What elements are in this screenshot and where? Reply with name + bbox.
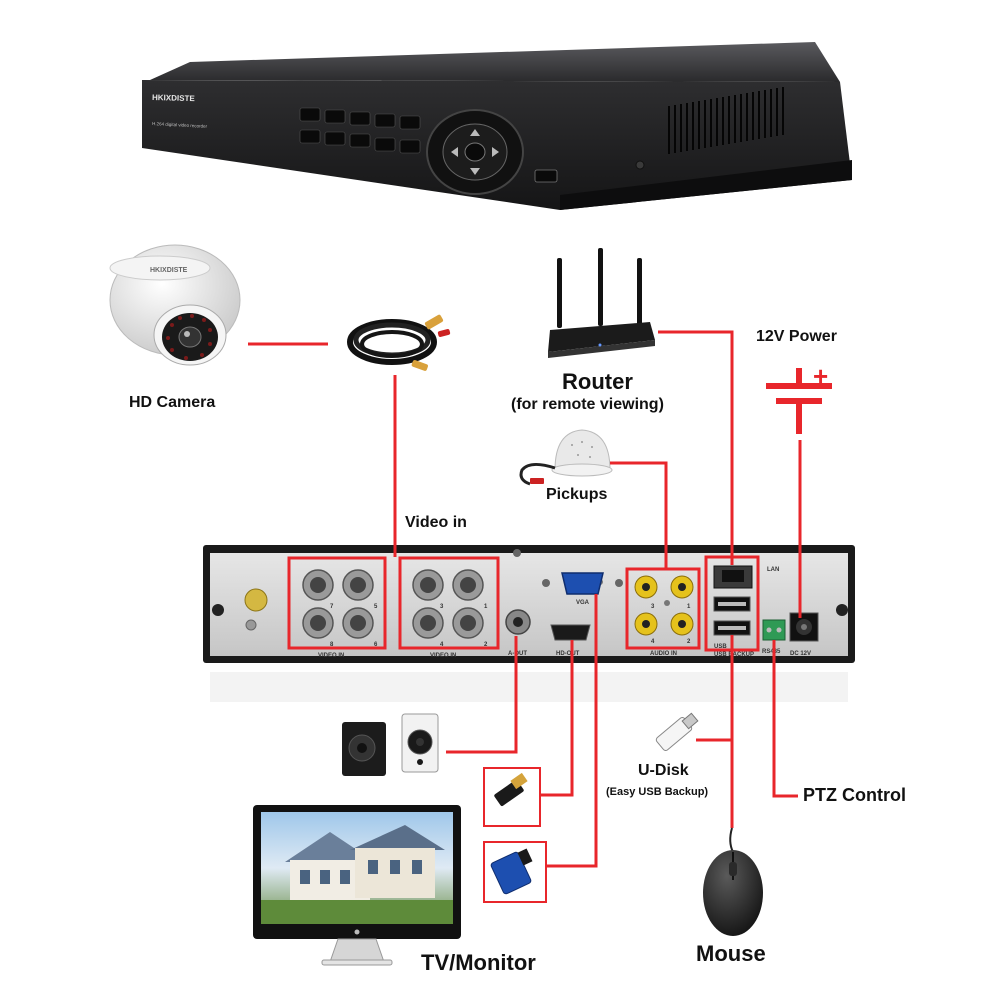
- ptz-control-label: PTZ Control: [803, 785, 906, 805]
- pickup-microphone: [519, 429, 613, 486]
- video-in-label-right: VIDEO IN: [430, 653, 456, 659]
- tv-monitor-label: TV/Monitor: [421, 950, 536, 975]
- audio-in-label: AUDIO IN: [650, 651, 677, 657]
- audio-port-number: 3: [651, 604, 655, 610]
- dvr-navigation-dial: [426, 109, 524, 195]
- rs485-to-ptz-line: [772, 640, 798, 798]
- dvr-usb-port: [534, 169, 558, 183]
- router-to-lan-line: [658, 330, 734, 565]
- vga-to-cable-line: [546, 594, 598, 868]
- port-number: 3: [440, 604, 444, 610]
- bnc-cable-coil: [347, 314, 451, 371]
- video-in-label: Video in: [405, 514, 467, 531]
- vga-port: VGA: [542, 572, 623, 606]
- hdmi-cable-illustration: [483, 767, 541, 827]
- hdmi-to-cable-line: [540, 640, 574, 797]
- dvr-brand: HKIXDISTE: [152, 93, 196, 103]
- usb-label: USB: [714, 644, 727, 650]
- lan-usb-group: LAN USB USB BACKUP: [704, 555, 779, 658]
- port-number: 6: [374, 642, 378, 648]
- dc12v-label: DC 12V: [790, 651, 811, 657]
- port-number: 2: [484, 642, 488, 648]
- usb-backup-label: USB BACKUP: [714, 652, 754, 658]
- video-in-label-left: VIDEO IN: [318, 653, 344, 659]
- aout-to-speaker-line: [446, 636, 518, 754]
- pickups-label: Pickups: [546, 486, 608, 503]
- dvr-vent-grille: [668, 87, 784, 154]
- u-disk-label: U-Disk: [638, 762, 689, 779]
- hd-camera-illustration: HKIXDISTE: [109, 244, 241, 366]
- camera-brand: HKIXDISTE: [150, 267, 188, 274]
- power-label: 12V Power: [756, 328, 837, 345]
- power-symbol: +: [766, 361, 832, 434]
- router-label: Router: [562, 369, 633, 394]
- dc-12v-jack: DC 12V: [789, 612, 819, 657]
- a-out-label: A-OUT: [508, 651, 527, 657]
- lan-label: LAN: [767, 567, 779, 573]
- port-number: 5: [374, 604, 378, 610]
- hdmi-port: HD-OUT: [550, 624, 591, 657]
- dvr-front-unit: HKIXDISTE H.264 digital video recorder: [142, 42, 852, 210]
- port-number: 1: [484, 604, 488, 610]
- rs485-label: RS485: [762, 649, 781, 655]
- audio-port-number: 1: [687, 604, 691, 610]
- pickup-to-audio-line: [610, 461, 668, 569]
- video-in-bnc-group-right: 3 1 4 2: [398, 556, 500, 650]
- dvr-front-screw: [635, 160, 645, 170]
- router-illustration: [548, 248, 655, 358]
- speakers-illustration: [342, 713, 439, 776]
- dvr-button-grid: [299, 107, 421, 154]
- router-sublabel: (for remote viewing): [511, 396, 664, 413]
- mouse-illustration: [703, 827, 763, 936]
- rs485-terminal: RS485: [762, 619, 786, 655]
- usb-drive-illustration: [655, 712, 699, 751]
- port-number: 4: [440, 642, 444, 648]
- vga-cable-illustration: [483, 841, 547, 903]
- audio-port-number: 2: [687, 639, 691, 645]
- video-in-bnc-group-left: 7 5 8 6: [287, 556, 387, 650]
- hd-out-label: HD-OUT: [556, 651, 580, 657]
- audio-port-number: 4: [651, 639, 655, 645]
- a-out-port: A-OUT: [505, 609, 531, 657]
- vga-label: VGA: [576, 600, 590, 606]
- u-disk-sublabel: (Easy USB Backup): [606, 786, 709, 798]
- port-number: 8: [330, 642, 334, 648]
- connector-lines: [248, 330, 802, 868]
- hd-camera-label: HD Camera: [129, 394, 216, 411]
- monitor-illustration: [253, 805, 461, 966]
- port-number: 7: [330, 604, 334, 610]
- mouse-label: Mouse: [696, 941, 766, 966]
- dvr-model-text: H.264 digital video recorder: [152, 121, 208, 129]
- power-plus-sign: +: [813, 361, 828, 391]
- audio-in-group: 3 1 4 2 AUDIO IN: [625, 567, 701, 657]
